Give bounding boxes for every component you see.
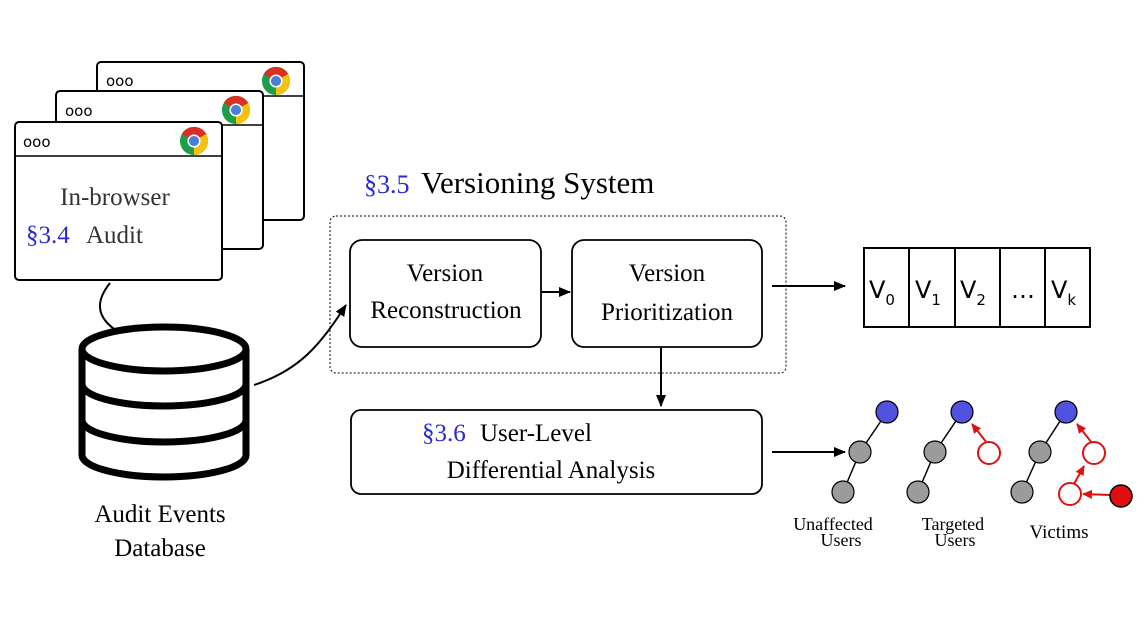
user-node [848, 440, 872, 464]
browser-title-line2: Audit [86, 222, 143, 249]
reconstruction-label-line1: Version [407, 260, 484, 287]
database-icon [78, 323, 250, 481]
versioning-system-box [329, 215, 787, 374]
unaffected-users-graph [831, 400, 899, 504]
analysis-title-line1: User-Level [480, 420, 592, 447]
window-controls-icon: ooo [23, 133, 51, 151]
analysis-section-ref: §3.6 [422, 420, 466, 447]
browser-title-line1: In-browser [60, 184, 170, 211]
chrome-icon [179, 126, 209, 156]
browser-window-front: ooo In-browser §3.4 Audit [14, 121, 223, 281]
window-controls-icon: ooo [106, 72, 134, 90]
browser-section-ref: §3.4 [26, 222, 70, 249]
victim-node [1082, 441, 1106, 465]
version-v1: V1 [915, 276, 941, 309]
targeted-users-graph [906, 400, 1001, 504]
prioritization-label-line1: Version [629, 260, 706, 287]
user-node [906, 480, 930, 504]
victim-node [1058, 482, 1082, 506]
reconstruction-label-line2: Reconstruction [370, 297, 522, 324]
version-vk: Vk [1051, 276, 1076, 309]
victims-label: Victims [1029, 522, 1088, 543]
targeted-label-line1: Targeted [922, 514, 984, 534]
versioning-section-ref: §3.5 [364, 170, 410, 199]
attacker-node [1109, 484, 1133, 508]
user-node [1010, 480, 1034, 504]
chrome-icon [261, 66, 291, 96]
db-to-versioning-arrow [253, 304, 347, 386]
prioritization-label-line2: Prioritization [601, 299, 733, 326]
versioning-title: Versioning System [421, 165, 654, 200]
differential-analysis-box: §3.6 User-Level Differential Analysis [350, 409, 763, 495]
version-list: V0 V1 V2 … Vk [863, 247, 1091, 328]
version-v0: V0 [869, 276, 895, 309]
version-prioritization-box: Version Prioritization [571, 239, 763, 348]
user-node [831, 480, 855, 504]
analysis-title-line2: Differential Analysis [447, 457, 656, 484]
victims-graph [1010, 400, 1133, 508]
version-reconstruction-box: Version Reconstruction [349, 239, 542, 348]
unaffected-label-line2: Users [821, 530, 862, 550]
root-node [950, 400, 974, 424]
root-node [875, 400, 899, 424]
window-controls-icon: ooo [65, 102, 93, 120]
version-v2: V2 [960, 276, 986, 309]
database-label-line2: Database [114, 535, 206, 562]
unaffected-label-line1: Unaffected [793, 514, 873, 534]
root-node [1054, 400, 1078, 424]
version-ellipsis: … [1011, 276, 1035, 304]
user-node [923, 440, 947, 464]
database-label-line1: Audit Events [94, 501, 225, 528]
targeted-node [977, 441, 1001, 465]
targeted-label-line2: Users [935, 530, 976, 550]
chrome-icon [221, 95, 251, 125]
user-node [1028, 440, 1052, 464]
